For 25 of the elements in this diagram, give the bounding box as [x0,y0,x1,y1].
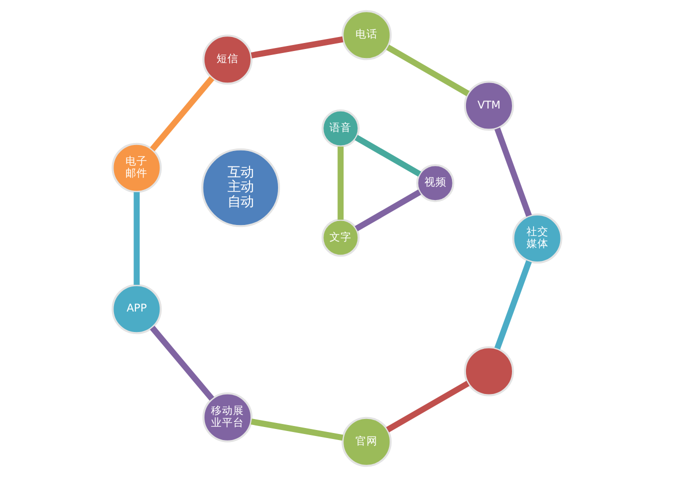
node-circle: 文字 [321,218,360,257]
node-circle: 短信 [202,34,252,85]
connector [494,260,532,350]
connector [386,380,469,432]
node-circle: VTM [463,80,514,131]
connector [250,418,343,441]
connector [354,190,421,232]
connector [150,76,214,152]
node-circle: 互动 主动 自动 [200,148,280,228]
connector [133,192,140,285]
node-circle [463,346,514,396]
node-circle: 视频 [416,164,454,202]
node-circle: 电话 [341,10,392,60]
connector [250,36,343,58]
node-circle: 移动展业平台 [202,392,252,442]
node-circle: 电子邮件 [111,142,162,193]
connector [354,134,421,177]
node-circle: 官网 [341,416,392,467]
node-circle: APP [111,284,162,334]
connector [149,326,214,401]
connector [337,146,344,220]
node-circle: 社交媒体 [512,213,562,264]
connector [494,128,532,217]
node-circle: 语音 [321,109,360,148]
connector [386,44,470,96]
